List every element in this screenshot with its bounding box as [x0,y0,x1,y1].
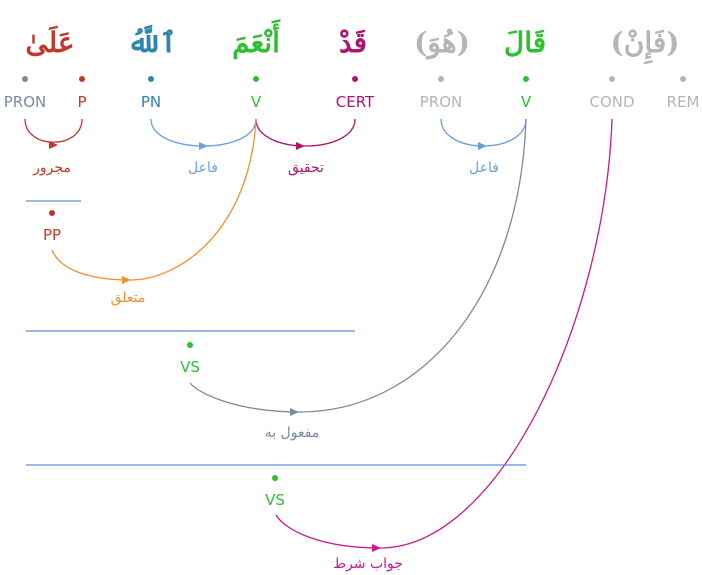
word-anama: أَنْعَمَ [232,19,281,60]
arcs [24,118,613,552]
word-allah: ٱللَّهُ [127,24,176,59]
label-fail-2: فاعل [469,160,499,176]
arc-mafulbih [189,118,527,413]
label-jawab-shart: جواب شرط [333,556,403,572]
arc-fail-2 [440,118,527,147]
phrase-vs-1: VS [180,358,200,376]
word-ala: عَلَىٰ [25,25,74,59]
tag-rem: REM [667,93,700,111]
arc-jawab-shart [275,118,613,549]
tag-cond: COND [589,93,634,111]
dot-cond [609,76,615,82]
tag-v-1: V [251,93,262,111]
label-fail-1: فاعل [188,160,218,176]
arc-tahqiq [255,118,356,147]
label-mafulbih: مفعول به [265,425,320,441]
dot-pron-1 [22,76,28,82]
relation-labels: مجرور فاعل تحقيق فاعل متعلق مفعول به جوا… [32,160,499,572]
word-huwa: (هُوَ) [414,26,470,60]
phrase-lines [26,200,526,466]
tag-p: P [77,93,86,111]
arc-fail-1 [150,118,257,147]
arrowhead-mutaalliq [122,276,131,284]
phrase-vs-2: VS [265,491,285,509]
word-fain: (فَإِنْ) [611,26,680,65]
tags-row: PRON P PN V CERT PRON V COND REM [4,93,700,111]
dot-vs-2 [272,475,278,481]
dot-cert [352,76,358,82]
arrowhead-majrur [49,141,58,149]
dot-pn [148,76,154,82]
dot-v-1 [253,76,259,82]
word-qala: قَالَ [504,26,546,59]
label-majrur: مجرور [32,160,71,176]
arrowhead-jawab-shart [372,544,381,552]
phrase-pp: PP [43,226,61,244]
tag-pron-2: PRON [420,93,463,111]
dot-vs-1 [187,342,193,348]
dot-pron-2 [438,76,444,82]
label-tahqiq: تحقيق [288,160,324,176]
arrowhead-mafulbih [290,408,299,416]
label-mutaalliq: متعلق [111,290,146,306]
dot-pp [49,210,55,216]
dot-rem [680,76,686,82]
phrase-nodes [49,210,278,481]
arc-mutaalliq [51,118,257,281]
arrowhead-fail-2 [478,142,487,150]
arrowhead-tahqiq [296,142,305,150]
dot-v-2 [523,76,529,82]
tag-pron-1: PRON [4,93,47,111]
arc-majrur [24,118,83,143]
tag-cert: CERT [336,93,375,111]
tag-pn: PN [141,93,161,111]
phrase-labels: PP VS VS [43,226,285,509]
arrowhead-fail-1 [199,142,208,150]
tag-v-2: V [521,93,532,111]
words-row: عَلَىٰ ٱللَّهُ أَنْعَمَ قَدْ (هُوَ) قَال… [25,19,679,66]
dot-p [79,76,85,82]
token-dots [22,76,686,82]
word-qad: قَدْ [339,26,367,59]
